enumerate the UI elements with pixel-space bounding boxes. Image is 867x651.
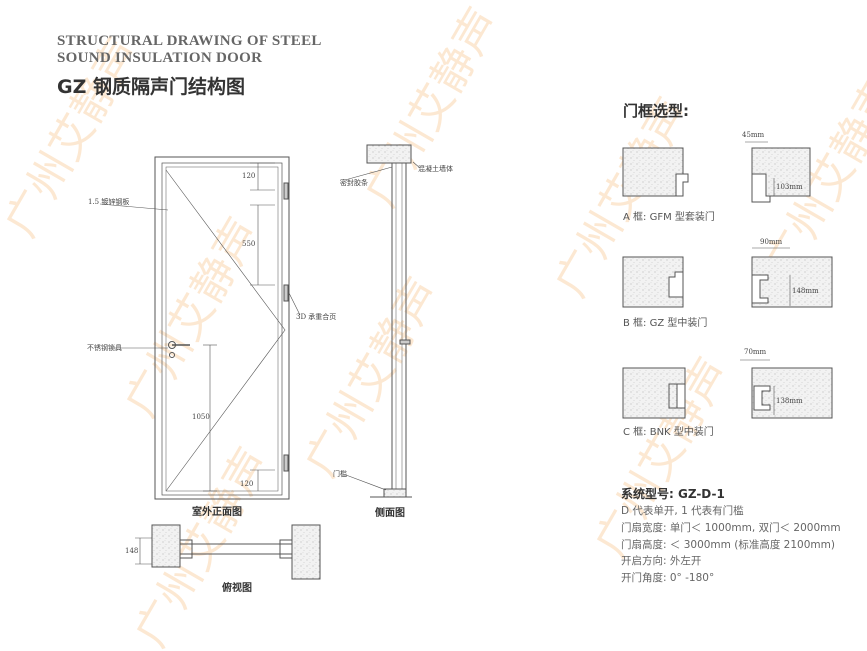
title-en-line1: STRUCTURAL DRAWING OF STEEL [57, 33, 322, 49]
side-view-caption: 侧面图 [375, 508, 405, 519]
title-cn: GZ 钢质隔声门结构图 [57, 76, 245, 98]
title-en: STRUCTURAL DRAWING OF STEEL SOUND INSULA… [57, 33, 322, 67]
label-hinge: 3D 承重合页 [296, 313, 337, 321]
spec-title: 系统型号: GZ-D-1 [621, 487, 725, 501]
frame-c-caption: C 框: BNK 型中装门 [623, 427, 714, 438]
top-view-caption: 俯视图 [222, 583, 252, 594]
front-view-door [154, 156, 290, 500]
frame-a-dim-width: 45mm [742, 131, 765, 139]
dim-thickness: 148 [125, 547, 139, 555]
title-en-line2: SOUND INSULATION DOOR [57, 50, 263, 66]
frame-b-drawing [622, 247, 833, 308]
label-sill: 门槛 [333, 470, 347, 478]
frame-c-dim-depth: 138mm [776, 397, 803, 405]
label-lock: 不锈钢锁具 [87, 344, 122, 352]
top-view [135, 524, 321, 580]
front-dims [99, 162, 301, 492]
frame-a-dim-depth: 103mm [776, 183, 803, 191]
dim-handle: 1050 [192, 413, 210, 421]
spec-line2: 门扇宽度: 单门＜ 1000mm, 双门＜ 2000mm [621, 522, 841, 534]
side-view [344, 144, 421, 498]
frame-c-drawing [622, 359, 833, 419]
frame-b-caption: B 框: GZ 型中装门 [623, 318, 708, 329]
label-seal: 密封胶条 [340, 179, 368, 187]
spec-line3: 门扇高度: ＜ 3000mm (标准高度 2100mm) [621, 539, 835, 551]
frame-selection-title: 门框选型: [623, 102, 689, 120]
frame-a-caption: A 框: GFM 型套装门 [623, 212, 715, 223]
spec-line1: D 代表单开, 1 代表有门槛 [621, 505, 744, 517]
frame-b-dim-width: 90mm [760, 238, 783, 246]
frame-c-dim-width: 70mm [744, 348, 767, 356]
frame-a-drawing [622, 141, 811, 203]
front-view-caption: 室外正面图 [192, 507, 242, 518]
label-steel-plate: 1.5 镀锌钢板 [88, 198, 130, 206]
dim-top: 120 [242, 172, 256, 180]
spec-line4: 开启方向: 外左开 [621, 555, 702, 567]
frame-b-dim-depth: 148mm [792, 287, 819, 295]
dim-bottom: 120 [240, 480, 254, 488]
dim-hinge: 550 [242, 240, 256, 248]
label-wall: 混凝土墙体 [418, 165, 453, 173]
spec-line5: 开门角度: 0° -180° [621, 572, 715, 584]
